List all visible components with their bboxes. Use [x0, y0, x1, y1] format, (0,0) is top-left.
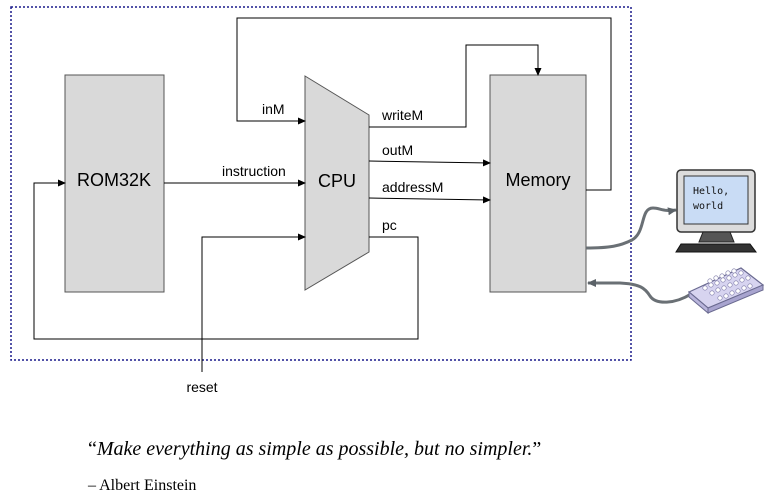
rom32k-label: ROM32K	[77, 170, 151, 190]
reset-wire	[201, 233, 306, 372]
einstein-quote: “Make everything as simple as possible, …	[88, 438, 541, 461]
quote-open-mark: “	[88, 438, 97, 460]
writeM-wire	[369, 44, 542, 128]
cpu-label: CPU	[318, 171, 356, 191]
screen-line-1: Hello,	[693, 186, 729, 197]
cpu-block	[304, 75, 370, 291]
instruction-label: instruction	[222, 163, 286, 179]
addressM-label: addressM	[382, 179, 443, 195]
pc-label: pc	[382, 217, 397, 233]
outM-wire	[368, 159, 491, 167]
addressM-wire	[368, 196, 491, 204]
inM-label: inM	[262, 101, 285, 117]
reset-label: reset	[186, 379, 217, 395]
monitor-cable	[585, 206, 677, 250]
keyboard-cable	[587, 279, 692, 304]
monitor-icon: Hello, world	[675, 169, 757, 253]
memory-block	[489, 74, 587, 293]
inM-wire	[236, 17, 612, 191]
computer-boundary	[10, 6, 632, 361]
writeM-label: writeM	[381, 107, 423, 123]
screen-line-2: world	[693, 201, 723, 212]
keyboard-icon	[687, 267, 765, 315]
memory-label: Memory	[505, 170, 570, 190]
pc-wire	[33, 179, 419, 340]
rom32k-block	[64, 74, 165, 293]
quote-close-mark: ”	[532, 438, 542, 460]
outM-label: outM	[382, 142, 413, 158]
quote-text: Make everything as simple as possible, b…	[96, 438, 533, 460]
quote-attribution: – Albert Einstein	[88, 477, 197, 494]
